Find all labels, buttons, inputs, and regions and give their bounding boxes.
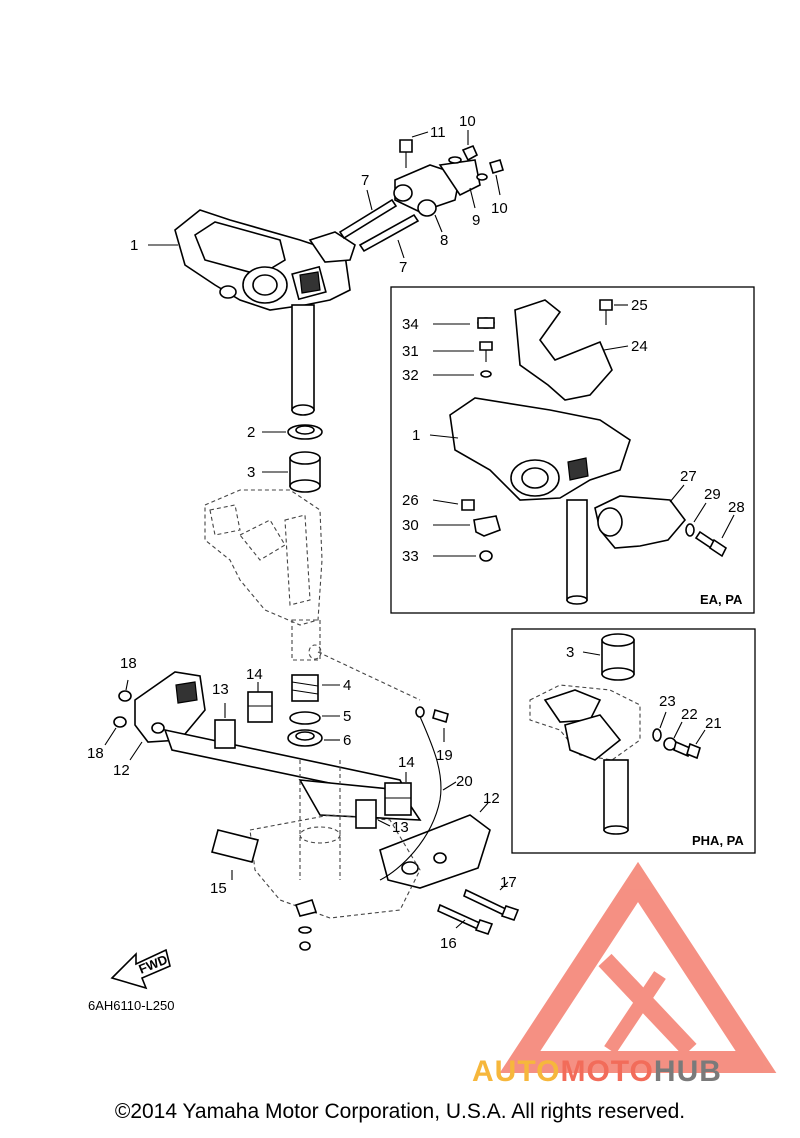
inset-pha-pa: 3 23 22 21 PHA, PA [511, 628, 756, 854]
watermark-hub: HUB [653, 1055, 722, 1088]
inset-ea-callout-28: 28 [728, 499, 745, 516]
lower-mount-assembly [113, 671, 520, 951]
inset-ea-callout-29: 29 [704, 486, 721, 503]
callout-10-top: 10 [459, 113, 476, 130]
inset-ea-callout-31: 31 [402, 343, 419, 360]
callout-15: 15 [210, 880, 227, 897]
inset-pha-callout-21: 21 [705, 715, 722, 732]
inset-ea-callout-32: 32 [402, 367, 419, 384]
inset-ea-callout-33: 33 [402, 548, 419, 565]
inset-ea-callout-34: 34 [402, 316, 419, 333]
inset-ea-callout-30: 30 [402, 517, 419, 534]
callout-12-left: 12 [113, 762, 130, 779]
watermark-logo [499, 861, 777, 1073]
callout-13-right: 13 [392, 819, 409, 836]
callout-1: 1 [130, 237, 138, 254]
callout-9: 9 [472, 212, 480, 229]
callout-4: 4 [343, 677, 351, 694]
callout-7-upper: 7 [361, 172, 369, 189]
callout-19: 19 [436, 747, 453, 764]
inset-ea-pa: 34 31 32 1 26 30 33 25 24 27 29 28 EA, P… [390, 286, 755, 614]
steering-shaft [291, 304, 315, 416]
watermark-moto: MOTO [560, 1055, 654, 1088]
callout-11: 11 [430, 124, 446, 141]
callout-8: 8 [440, 232, 448, 249]
callout-16: 16 [440, 935, 457, 952]
callout-18-top: 18 [120, 655, 137, 672]
callout-2: 2 [247, 424, 255, 441]
swivel-bracket-ghost [204, 489, 323, 661]
inset-ea-label: EA, PA [700, 592, 743, 607]
callout-18-bottom: 18 [87, 745, 104, 762]
copyright-notice: ©2014 Yamaha Motor Corporation, U.S.A. A… [114, 1100, 686, 1123]
drawing-code: 6AH6110-L250 [88, 998, 175, 1013]
callout-14-right: 14 [398, 754, 415, 771]
callout-13-left: 13 [212, 681, 229, 698]
inset-pha-callout-22: 22 [681, 706, 698, 723]
watermark-auto: AUTO [472, 1055, 561, 1088]
fwd-arrow-icon: FWD [110, 948, 171, 990]
lower-callouts: 4 5 6 18 18 12 13 14 14 13 19 20 12 15 1… [87, 655, 517, 952]
inset-ea-callout-27: 27 [680, 468, 697, 485]
inset-ea-callout-25: 25 [631, 297, 648, 314]
inset-ea-callout-26: 26 [402, 492, 419, 509]
callout-14-left: 14 [246, 666, 263, 683]
inset-pha-callout-3: 3 [566, 644, 574, 661]
inset-pha-label: PHA, PA [692, 833, 744, 848]
callout-12-right: 12 [483, 790, 500, 807]
steering-studs [338, 198, 420, 253]
upper-mount-bracket [174, 209, 356, 311]
inset-ea-callout-1: 1 [412, 427, 420, 444]
inset-ea-callout-24: 24 [631, 338, 648, 355]
callout-10-right: 10 [491, 200, 508, 217]
bracket-clamp-blocks [393, 139, 504, 217]
callout-5: 5 [343, 708, 351, 725]
inset-pha-callout-23: 23 [659, 693, 676, 710]
watermark-text: AUTOMOTOHUB [472, 1055, 722, 1089]
callout-17: 17 [500, 874, 517, 891]
upper-callouts: 1 7 7 8 9 10 10 11 [130, 113, 508, 276]
callout-20: 20 [456, 773, 473, 790]
upper-bushings: 2 3 [247, 424, 323, 493]
callout-6: 6 [343, 732, 351, 749]
callout-7-lower: 7 [399, 259, 407, 276]
callout-3: 3 [247, 464, 255, 481]
